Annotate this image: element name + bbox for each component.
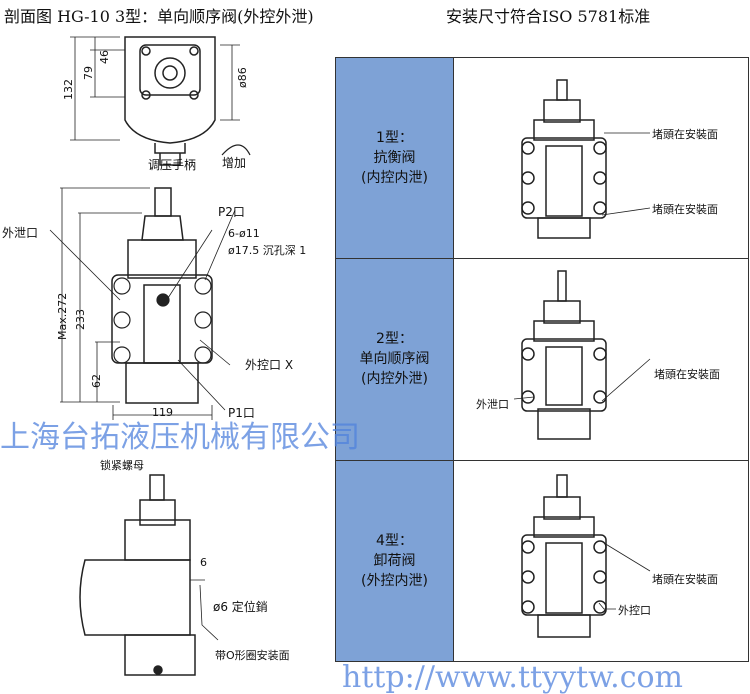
watermark-url: http://www.ttyytw.com [342, 660, 684, 694]
type-mode: (内控外泄) [361, 371, 428, 388]
increase-label: 增加 [222, 156, 247, 170]
callout-label: 外泄口 [476, 398, 509, 412]
type-drawing-cell: 堵頭在安裝面 外控口 [453, 459, 749, 663]
dim-119: 119 [152, 406, 173, 419]
bolt-hole-label: 6-ø11 [228, 227, 260, 240]
locating-pin-label: ø6 定位銷 [213, 600, 268, 614]
dim-86: ø86 [236, 67, 249, 88]
valve-types-table: 1型： 抗衡阀 (内控内泄) 堵頭在安裝面 堵頭在安裝面 [335, 56, 749, 663]
callout-label: 堵頭在安裝面 [652, 572, 718, 586]
dim-62: 62 [90, 374, 103, 388]
table-row: 1型： 抗衡阀 (内控内泄) 堵頭在安裝面 堵頭在安裝面 [335, 56, 749, 260]
valve-drawing [521, 79, 651, 239]
counterbore-label: ø17.5 沉孔深 1 [228, 244, 307, 257]
type-name: 4型： [376, 532, 413, 549]
type-desc: 抗衡阀 [373, 150, 416, 167]
front-view-drawing [49, 187, 236, 420]
p1-port-label: P1口 [228, 406, 255, 420]
dim-6: 6 [200, 556, 207, 569]
type-mode: (内控内泄) [361, 170, 428, 187]
type-name: 2型： [376, 331, 413, 348]
top-view-drawing [70, 36, 251, 166]
p2-port-label: P2口 [218, 205, 245, 219]
handle-label: 调压手柄 [148, 158, 197, 172]
type-cell: 1型： 抗衡阀 (内控内泄) [335, 56, 454, 260]
pilot-port-label: 外控口 X [245, 358, 294, 372]
side-view-drawing [79, 474, 219, 676]
dim-132: 132 [62, 79, 75, 100]
locknut-label: 锁紧螺母 [100, 459, 144, 472]
valve-drawing [513, 270, 651, 441]
callout-label: 堵頭在安裝面 [652, 128, 718, 141]
page-title: 剖面图 HG-10 3型：单向顺序阀(外控外泄) [4, 7, 314, 26]
callout-label: 堵頭在安裝面 [652, 203, 718, 216]
callout-label: 堵頭在安裝面 [654, 368, 720, 382]
type-desc: 单向顺序阀 [359, 351, 430, 368]
type-drawing-cell: 堵頭在安裝面 堵頭在安裝面 [453, 56, 749, 260]
type-cell: 2型： 单向顺序阀 (内控外泄) [335, 258, 454, 461]
table-row: 2型： 单向顺序阀 (内控外泄) 堵頭在安裝面 外泄口 [335, 258, 749, 461]
type-cell: 4型： 卸荷阀 (外控内泄) [335, 459, 454, 663]
callout-label: 外控口 [618, 603, 651, 617]
oring-face-label: 带O形圈安装面 [215, 649, 290, 662]
dim-233: 233 [74, 309, 87, 330]
type-drawing-cell: 堵頭在安裝面 外泄口 [453, 258, 749, 461]
type-mode: (外控内泄) [361, 572, 428, 589]
standard-note: 安装尺寸符合ISO 5781标准 [446, 7, 651, 26]
table-row: 4型： 卸荷阀 (外控内泄) 堵頭在安裝面 外控口 [335, 459, 749, 663]
dim-46: 46 [98, 50, 111, 64]
drain-port-label: 外泄口 [2, 226, 39, 240]
type-name: 1型： [376, 130, 413, 147]
dim-max-272: Max.272 [56, 292, 69, 340]
type-desc: 卸荷阀 [373, 552, 416, 569]
dim-79: 79 [82, 66, 95, 80]
valve-drawing [521, 473, 651, 638]
